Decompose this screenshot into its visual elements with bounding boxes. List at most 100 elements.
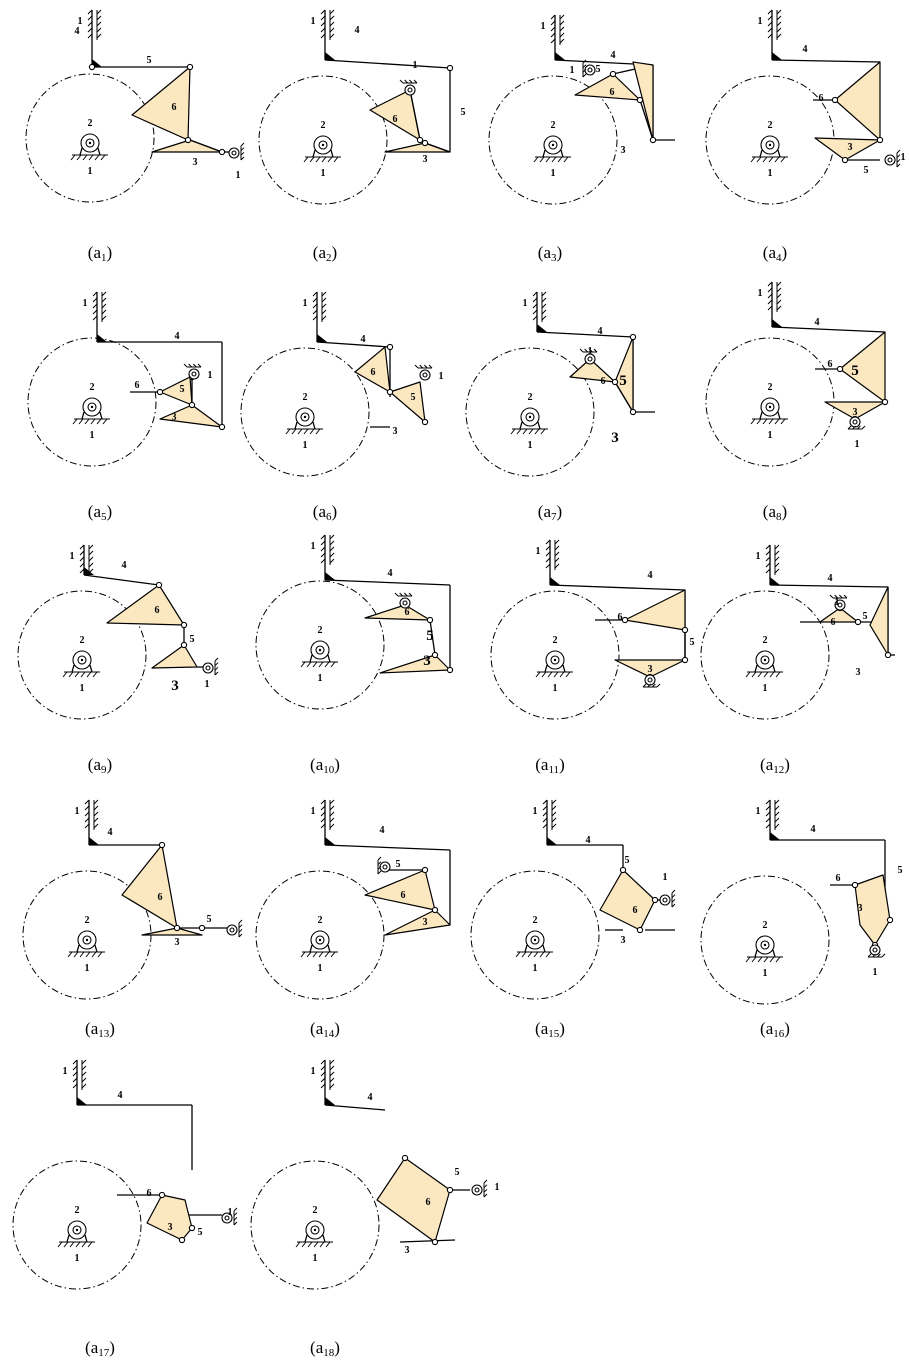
guide-hatch xyxy=(767,299,773,305)
ground-hatch xyxy=(834,594,839,599)
guide-hatch xyxy=(84,811,90,817)
gear-ground-hatch xyxy=(97,951,103,958)
guide-hatch xyxy=(765,823,771,829)
gear-ground-hatch xyxy=(75,1241,81,1248)
gear-ground-hatch xyxy=(94,154,100,161)
guide-hatch xyxy=(72,1071,78,1077)
caption-prefix: (a xyxy=(85,1019,99,1038)
gear-ground-hatch xyxy=(756,156,762,163)
gear-ground-label: 1 xyxy=(88,166,93,177)
bearing-leg xyxy=(294,421,298,430)
guide-hatch xyxy=(72,1059,78,1065)
bearing-leg xyxy=(71,664,75,673)
gear-bearing-dot xyxy=(313,1228,317,1232)
guide-hatch xyxy=(93,799,99,805)
guide-hatch xyxy=(79,568,85,574)
revolute-joint xyxy=(636,926,644,934)
link-label: 4 xyxy=(380,825,385,836)
guide-hatch xyxy=(765,556,771,562)
gear-ground-hatch xyxy=(96,418,102,425)
caption-suffix: ) xyxy=(107,755,113,774)
link-label: 1 xyxy=(413,60,418,71)
link-bar xyxy=(409,89,421,141)
frame-label: 1 xyxy=(756,806,761,817)
figure-caption: (a12) xyxy=(760,755,790,776)
ground-hatch xyxy=(233,1221,238,1226)
link-label: 6 xyxy=(426,1197,431,1208)
ground-hatch xyxy=(377,856,382,861)
gear-ground-hatch xyxy=(100,154,106,161)
guide-hatch xyxy=(101,297,107,303)
guide-hatch xyxy=(551,799,557,805)
gear-ground-hatch xyxy=(757,671,763,678)
pivot-center xyxy=(647,677,653,683)
bearing-leg xyxy=(309,944,313,953)
caption-subscript: 1 xyxy=(101,252,107,264)
caption-prefix: (a xyxy=(313,243,327,262)
bearing-leg xyxy=(759,149,763,158)
gear-ground-hatch xyxy=(763,671,769,678)
ground-hatch xyxy=(214,666,219,671)
gear-ground-hatch xyxy=(312,951,318,958)
link-label: 3 xyxy=(621,145,626,156)
caption-suffix: ) xyxy=(559,1019,565,1038)
figure-caption: (a9) xyxy=(88,755,112,776)
ground-hatch xyxy=(588,348,593,353)
figure-caption: (a3) xyxy=(538,243,562,264)
guide-hatch xyxy=(776,281,782,287)
pivot-center xyxy=(587,67,593,73)
gear-ground-hatch xyxy=(312,661,318,668)
ground-hatch xyxy=(233,1212,238,1217)
guide-hatch xyxy=(84,823,90,829)
guide-hatch xyxy=(765,562,771,568)
ground-hatch xyxy=(233,1207,238,1212)
gear-ground-hatch xyxy=(69,1241,75,1248)
guide-hatch xyxy=(320,546,326,552)
ground-hatch xyxy=(671,898,676,903)
link-label: 4 xyxy=(388,568,393,579)
figure-caption: (a8) xyxy=(763,502,787,523)
bearing-leg xyxy=(89,664,93,673)
bearing-leg xyxy=(560,149,564,158)
caption-prefix: (a xyxy=(535,1019,549,1038)
revolute-joint xyxy=(156,388,164,396)
frame-label: 1 xyxy=(758,288,763,299)
ground-hatch xyxy=(861,425,866,430)
gear-ground-hatch xyxy=(533,156,539,163)
ground-hatch xyxy=(671,903,676,908)
ground-hatch xyxy=(240,151,245,156)
caption-prefix: (a xyxy=(763,502,777,521)
link-bar xyxy=(549,584,686,591)
figure-caption: (a13) xyxy=(85,1019,115,1040)
figure-caption: (a2) xyxy=(313,243,337,264)
gear-label: 2 xyxy=(321,120,326,131)
gear-ground-hatch xyxy=(73,951,79,958)
link-label: 5 xyxy=(625,855,630,866)
gear-ground-hatch xyxy=(62,671,68,678)
gear-label: 2 xyxy=(318,625,323,636)
revolute-joint xyxy=(881,398,889,406)
figure-caption: (a6) xyxy=(313,502,337,523)
slider-joint xyxy=(325,1097,335,1105)
gear-ground-hatch xyxy=(763,956,769,963)
bearing-leg xyxy=(94,944,98,953)
link-label: 3 xyxy=(405,1245,410,1256)
guide-hatch xyxy=(774,544,780,550)
revolute-joint xyxy=(841,156,849,164)
revolute-joint xyxy=(611,378,619,386)
pivot-center xyxy=(887,157,893,163)
gear-ground-hatch xyxy=(534,428,540,435)
ternary-link xyxy=(106,584,185,626)
caption-prefix: (a xyxy=(88,755,102,774)
guide-hatch xyxy=(329,805,335,811)
ground-hatch xyxy=(419,364,424,369)
link-label: 6 xyxy=(633,905,638,916)
gear-ground-hatch xyxy=(545,156,551,163)
guide-hatch xyxy=(776,299,782,305)
guide-hatch xyxy=(101,315,107,321)
link-label: 4 xyxy=(108,827,113,838)
bearing-leg xyxy=(544,664,548,673)
ground-hatch xyxy=(197,363,202,368)
